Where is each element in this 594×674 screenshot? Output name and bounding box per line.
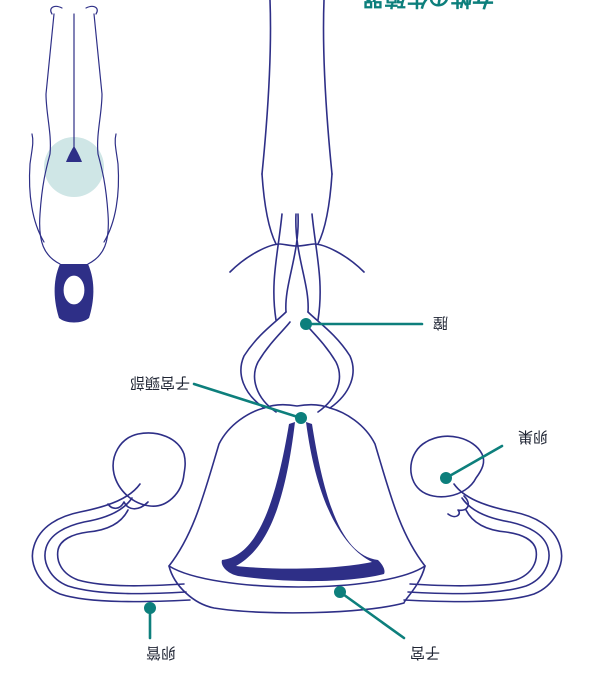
body-figure (30, 6, 119, 322)
vagina-outline (286, 214, 308, 312)
cervix-outline (241, 312, 353, 408)
label-vagina: 膣 (433, 314, 448, 332)
left-ovary (411, 436, 484, 497)
uterus-outline (169, 405, 425, 613)
label-uterus: 子宮 (410, 644, 440, 662)
figure-feet (51, 6, 98, 14)
label-oviduct: 卵管 (146, 644, 176, 662)
label-cervix: 子宮頸部 (130, 374, 190, 392)
body-outline (262, 0, 332, 174)
uterus-lining (222, 422, 385, 581)
left-tube (404, 484, 562, 602)
diagram-title: 女性の生殖器 (361, 0, 494, 10)
right-tube (32, 484, 190, 602)
cervix-leader (194, 384, 301, 418)
vulva-outline (230, 244, 364, 272)
uterus-leader (340, 592, 404, 638)
right-ovary (113, 433, 185, 506)
figure-face (63, 275, 85, 305)
ovary-leader (446, 446, 502, 478)
label-ovary: 卵巣 (518, 428, 548, 446)
